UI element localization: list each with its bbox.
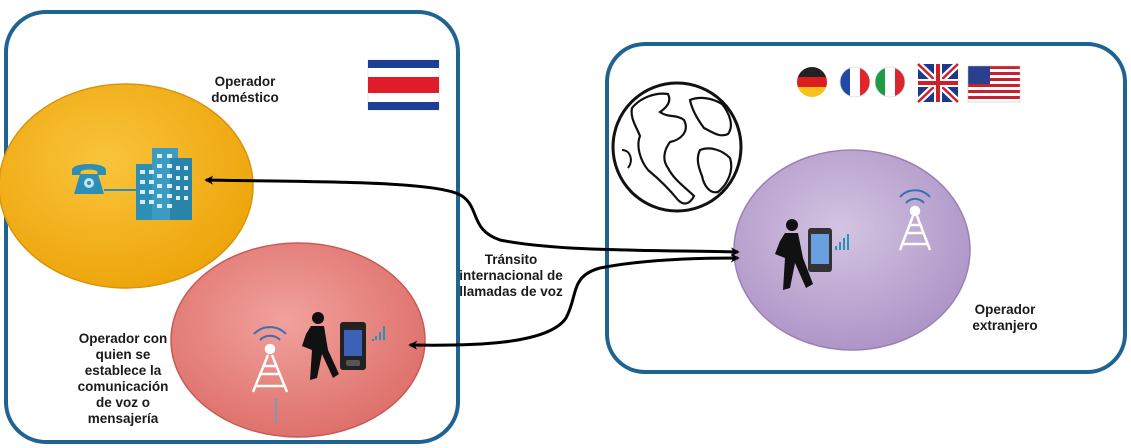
- france-flag-icon: [840, 67, 870, 97]
- foreign-operator-label-line2: extranjero: [972, 318, 1038, 333]
- local-party-label-line5: de voz o: [95, 395, 150, 410]
- cell-tower-icon: [251, 326, 289, 393]
- local-party-label: Operador con quien se establece la comun…: [60, 331, 186, 427]
- costa-rica-flag-icon: [367, 59, 440, 111]
- local-party-label-line2: quien se: [95, 347, 151, 362]
- local-party-label-line3: establece la: [84, 363, 162, 378]
- mobile-phone-icon: [340, 322, 366, 370]
- domestic-operator-circle: [0, 83, 254, 289]
- foreign-mobile-phone-icon: [808, 228, 832, 272]
- domestic-operator-label-line1: Operador: [214, 74, 276, 89]
- foreign-operator-label: Operador extranjero: [950, 302, 1060, 334]
- local-party-label-line1: Operador con: [78, 331, 168, 346]
- foreign-cell-tower-icon: [898, 189, 932, 251]
- italy-flag-icon: [875, 67, 905, 97]
- walking-person-icon: [302, 312, 339, 380]
- local-party-label-line4: comunicación: [77, 379, 169, 394]
- foreign-operator-circle: [733, 149, 971, 351]
- foreign-signal-icon: [835, 234, 849, 250]
- foreign-walking-person-icon: [775, 219, 813, 290]
- arrow-domestic-to-foreign: [204, 175, 740, 257]
- local-party-circle: [170, 242, 426, 438]
- telephone-icon: [72, 164, 106, 194]
- germany-flag-icon: [797, 67, 827, 97]
- local-party-label-line6: mensajería: [87, 411, 159, 426]
- office-building-icon: [136, 148, 192, 220]
- domestic-operator-label: Operador doméstico: [180, 74, 310, 106]
- transit-label: Tránsito internacional de llamadas de vo…: [448, 252, 574, 300]
- globe-icon: [611, 81, 743, 213]
- transit-label-line1: Tránsito: [484, 252, 538, 267]
- domestic-operator-label-line2: doméstico: [211, 90, 279, 105]
- signal-icon: [372, 326, 385, 341]
- usa-flag-icon: [967, 65, 1021, 103]
- arrow-local-to-foreign: [408, 253, 740, 350]
- united-kingdom-flag-icon: [915, 61, 961, 105]
- foreign-operator-label-line1: Operador: [974, 302, 1036, 317]
- transit-label-line2: internacional de: [459, 268, 563, 283]
- transit-label-line3: llamadas de voz: [459, 284, 563, 299]
